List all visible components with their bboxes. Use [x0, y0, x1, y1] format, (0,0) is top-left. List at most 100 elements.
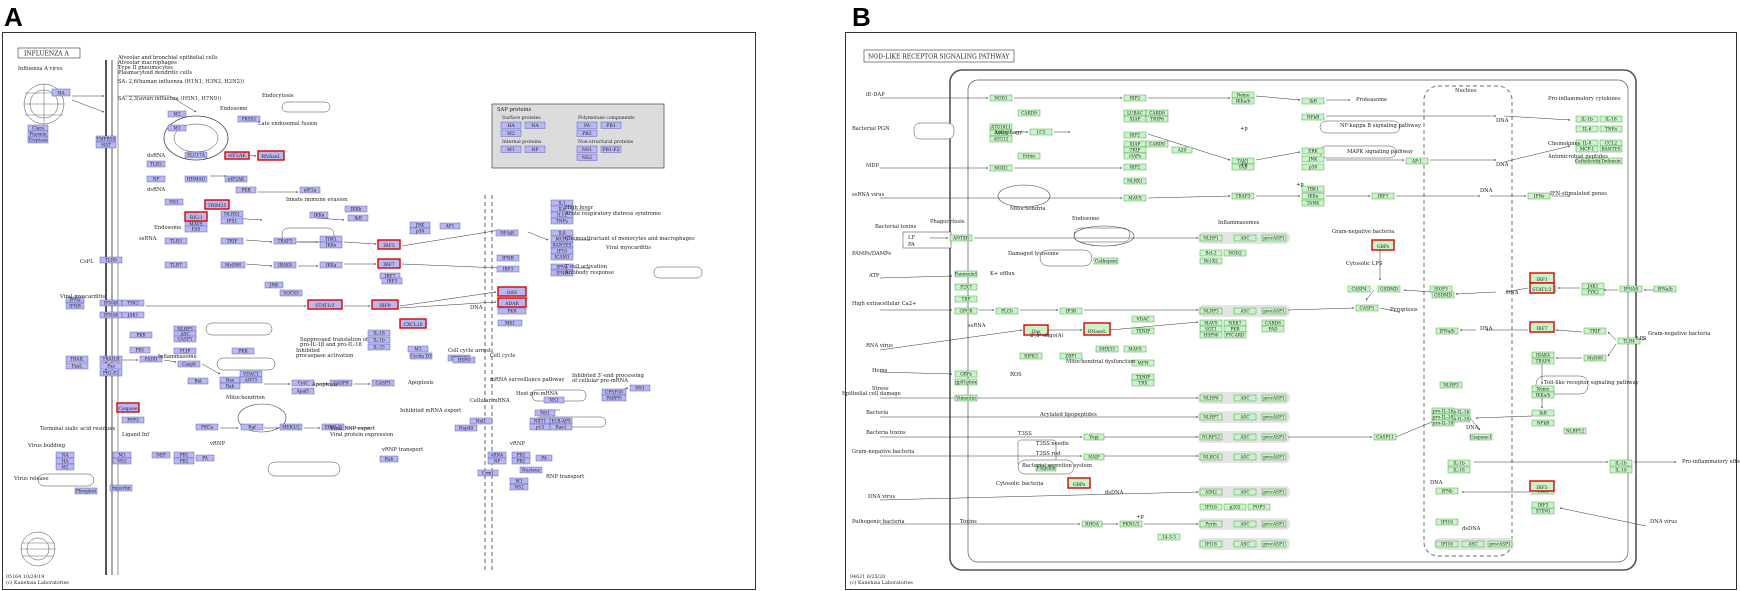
- gene-node[interactable]: RIP2: [1123, 131, 1147, 139]
- gene-node[interactable]: ASC: [1233, 394, 1257, 402]
- gene-node[interactable]: NFkB: [1301, 113, 1325, 121]
- gene-node[interactable]: IFNAR: [1619, 285, 1643, 293]
- gene-node[interactable]: XIAP: [1123, 140, 1147, 148]
- gene-node[interactable]: HA: [55, 457, 75, 465]
- gene-node[interactable]: TMPRSS: [95, 135, 117, 143]
- gene-node[interactable]: NOD2: [1223, 249, 1247, 257]
- gene-node[interactable]: M1: [167, 124, 187, 132]
- gene-node[interactable]: HSPD: [452, 356, 476, 364]
- gene-node[interactable]: FLIP: [173, 347, 197, 355]
- gene-node[interactable]: TRIP: [1123, 146, 1147, 154]
- gene-node[interactable]: CPSF30: [601, 388, 627, 396]
- highlighted-gene-node[interactable]: Caspase: [116, 402, 140, 413]
- gene-node[interactable]: procASP1: [1261, 433, 1287, 441]
- gene-node[interactable]: HA: [51, 88, 71, 97]
- gene-node[interactable]: MAVS: [1199, 319, 1223, 327]
- gene-node[interactable]: Plasmin: [27, 130, 49, 138]
- gene-node[interactable]: PB1: [173, 451, 195, 459]
- gene-node[interactable]: Erbin: [1017, 152, 1041, 160]
- gene-node[interactable]: SLC17A: [184, 151, 208, 159]
- gene-node[interactable]: P2X7: [954, 283, 978, 291]
- gene-node[interactable]: TYK2: [1581, 288, 1605, 296]
- gene-node[interactable]: MyD88: [220, 261, 246, 269]
- gene-node[interactable]: procASP1: [1261, 394, 1287, 402]
- gene-node[interactable]: PKR: [231, 347, 255, 355]
- gene-node[interactable]: Clara: [27, 124, 49, 132]
- gene-node[interactable]: p15: [529, 423, 551, 431]
- gene-node[interactable]: IRF7: [1371, 192, 1395, 200]
- gene-node[interactable]: ERK: [1301, 147, 1325, 155]
- gene-node[interactable]: M1: [112, 451, 132, 459]
- gene-node[interactable]: IFNB: [496, 254, 520, 262]
- gene-node[interactable]: M2: [55, 463, 75, 471]
- gene-node[interactable]: ICAM1: [550, 253, 574, 261]
- gene-node[interactable]: IFI16: [1199, 540, 1223, 548]
- gene-node[interactable]: Nucleus: [519, 466, 543, 474]
- gene-node[interactable]: RANTES: [1599, 145, 1623, 153]
- gene-node[interactable]: TRAF6: [1531, 357, 1555, 365]
- gene-node[interactable]: IKKa/b: [1531, 391, 1555, 399]
- gene-node[interactable]: IL-18: [1599, 115, 1623, 123]
- gene-node[interactable]: CASP3: [371, 379, 395, 387]
- gene-node[interactable]: NP: [487, 457, 507, 465]
- gene-node[interactable]: MAVS: [1123, 194, 1147, 202]
- gene-node[interactable]: LC3: [1029, 128, 1053, 136]
- gene-node[interactable]: TLR7: [164, 261, 188, 269]
- gene-node[interactable]: TXNIP: [1131, 373, 1155, 381]
- gene-node[interactable]: PFP3: [121, 416, 145, 424]
- gene-node[interactable]: PKR: [497, 307, 527, 315]
- gene-node[interactable]: NLRP7: [1199, 413, 1223, 421]
- gene-node[interactable]: MEK1/2: [279, 423, 303, 431]
- gene-node[interactable]: IL-18: [1447, 466, 1471, 474]
- gene-node[interactable]: IKKe: [1301, 192, 1325, 200]
- gene-node[interactable]: gp91phox: [954, 378, 977, 386]
- gene-node[interactable]: TRIF: [1583, 327, 1607, 335]
- highlighted-gene-node[interactable]: ADAR: [497, 297, 527, 308]
- gene-node[interactable]: IL-33: [367, 343, 391, 351]
- gene-node[interactable]: POP3: [1247, 503, 1271, 511]
- gene-node[interactable]: Bak: [219, 382, 241, 390]
- gene-node[interactable]: IRAK4: [273, 261, 297, 269]
- gene-node[interactable]: NS2: [509, 483, 529, 491]
- gene-node[interactable]: CytC: [291, 379, 315, 387]
- gene-node[interactable]: PKN1/2: [1119, 520, 1143, 528]
- gene-node[interactable]: IL-18: [1609, 466, 1633, 474]
- gene-node[interactable]: PB1: [129, 346, 151, 354]
- gene-node[interactable]: TLR4: [1617, 337, 1641, 345]
- gene-node[interactable]: NAIP: [1083, 453, 1105, 461]
- gene-node[interactable]: Cathepsin: [1093, 257, 1119, 265]
- gene-node[interactable]: ASC: [1461, 540, 1485, 548]
- gene-node[interactable]: TXNIP: [1131, 327, 1155, 335]
- gene-node[interactable]: RIP2: [1123, 163, 1147, 171]
- gene-node[interactable]: XIAP: [1123, 115, 1147, 123]
- gene-node[interactable]: Hsp40: [454, 424, 478, 432]
- gene-node[interactable]: MFN: [1131, 359, 1155, 367]
- gene-node[interactable]: ANTXR: [949, 234, 973, 242]
- gene-node[interactable]: VDAC1: [239, 370, 263, 378]
- gene-node[interactable]: p38: [409, 227, 431, 235]
- gene-node[interactable]: NLRC4: [1199, 453, 1223, 461]
- gene-node[interactable]: IKKb: [344, 205, 368, 213]
- gene-node[interactable]: Nemo: [1231, 91, 1255, 99]
- gene-node[interactable]: pro-IL-18: [1431, 419, 1455, 427]
- gene-node[interactable]: IFNAR: [99, 299, 123, 307]
- gene-node[interactable]: Pannexin1: [955, 270, 978, 278]
- gene-node[interactable]: TRAIL: [65, 355, 89, 363]
- gene-node[interactable]: NLRP12: [1199, 433, 1223, 441]
- gene-node[interactable]: IFNB: [65, 302, 85, 310]
- gene-node[interactable]: TANK: [1301, 199, 1325, 207]
- gene-node[interactable]: M1: [407, 345, 429, 353]
- gene-node[interactable]: TNFa: [550, 217, 574, 225]
- gene-node[interactable]: PKR: [1223, 325, 1247, 333]
- gene-node[interactable]: PKR: [129, 331, 153, 339]
- gene-node[interactable]: IFNa/b: [1653, 285, 1677, 293]
- gene-node[interactable]: Nxf1: [469, 417, 493, 425]
- gene-node[interactable]: IFNAR: [99, 311, 123, 319]
- gene-node[interactable]: CARD8: [1145, 109, 1169, 117]
- gene-node[interactable]: NS1: [543, 396, 565, 404]
- gene-node[interactable]: PLCb: [995, 307, 1019, 315]
- gene-node[interactable]: A20: [1171, 146, 1193, 154]
- gene-node[interactable]: ATG12: [989, 135, 1013, 143]
- gene-node[interactable]: PA: [535, 454, 553, 462]
- gene-node[interactable]: Rae1: [549, 423, 573, 431]
